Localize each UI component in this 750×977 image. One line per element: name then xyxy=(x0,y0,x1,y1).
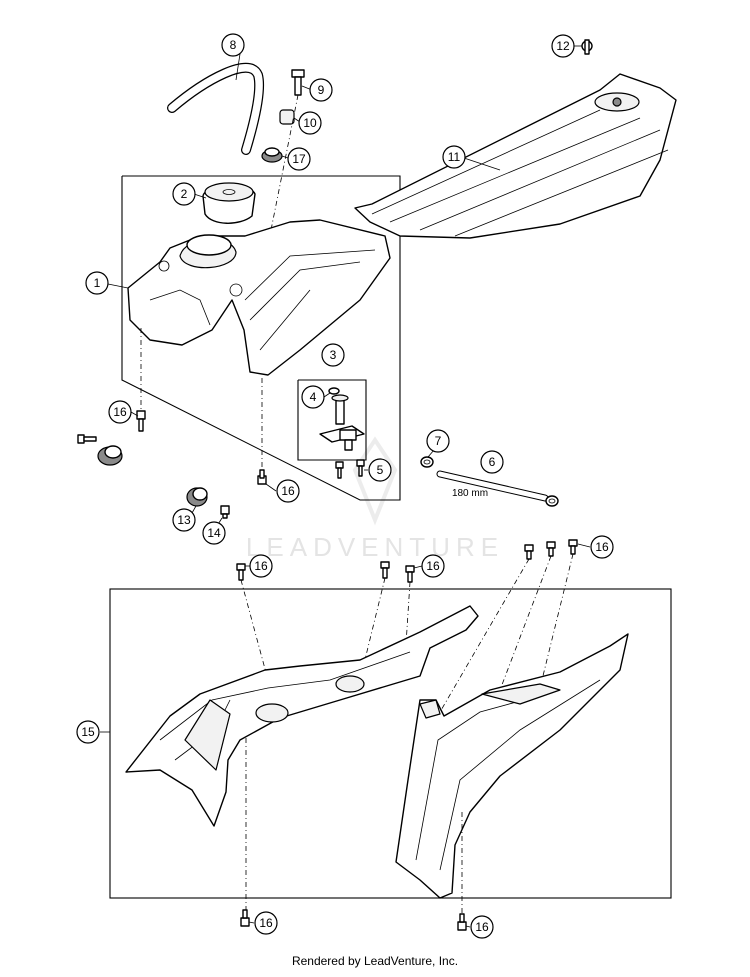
callout-13: 13 xyxy=(172,508,196,532)
right-spoiler xyxy=(395,633,629,899)
bolt-left xyxy=(77,434,97,444)
svg-text:6: 6 xyxy=(489,455,496,469)
svg-text:10: 10 xyxy=(303,116,317,130)
tank-screw-bottom xyxy=(257,469,267,485)
fuel-tap xyxy=(319,394,365,451)
screw-part-9 xyxy=(291,69,305,96)
left-spoiler xyxy=(125,605,479,827)
fuel-line-hose xyxy=(436,470,549,502)
svg-text:16: 16 xyxy=(475,920,489,934)
callout-14: 14 xyxy=(202,521,226,545)
svg-text:9: 9 xyxy=(318,83,325,97)
svg-text:4: 4 xyxy=(310,390,317,404)
svg-text:16: 16 xyxy=(426,559,440,573)
spoiler-screw-2 xyxy=(380,561,390,579)
grommet-part-17 xyxy=(261,147,283,163)
tank-screw-left xyxy=(136,410,146,432)
hose-clamp-left xyxy=(420,456,434,468)
callout-10: 10 xyxy=(298,111,322,135)
svg-text:7: 7 xyxy=(435,434,442,448)
callout-16-bottom-right: 16 xyxy=(470,915,494,939)
callout-3: 3 xyxy=(321,343,345,367)
hose-length-label: 180 mm xyxy=(452,488,488,499)
callout-6: 6 xyxy=(480,450,504,474)
svg-text:16: 16 xyxy=(259,916,273,930)
screw-part-12 xyxy=(581,39,593,55)
callout-2: 2 xyxy=(172,182,196,206)
callout-16-tank-bottom: 16 xyxy=(276,479,300,503)
callout-9: 9 xyxy=(309,78,333,102)
svg-text:16: 16 xyxy=(281,484,295,498)
svg-text:14: 14 xyxy=(207,526,221,540)
callout-16-bottom-left: 16 xyxy=(254,911,278,935)
callout-4: 4 xyxy=(301,385,325,409)
o-ring-part-4 xyxy=(328,387,340,395)
callout-11: 11 xyxy=(442,145,466,169)
fuel-tank xyxy=(127,219,391,376)
rubber-buffer xyxy=(97,445,123,466)
svg-text:1: 1 xyxy=(94,276,101,290)
spoiler-assembly-frame xyxy=(109,588,672,899)
leader-lines xyxy=(100,45,591,928)
watermark-text: LEADVENTURE xyxy=(246,532,504,562)
svg-text:16: 16 xyxy=(595,540,609,554)
svg-text:3: 3 xyxy=(330,348,337,362)
svg-text:16: 16 xyxy=(254,559,268,573)
callout-15: 15 xyxy=(76,720,100,744)
spoiler-screw-1 xyxy=(236,563,246,581)
spoiler-screw-bottom-right xyxy=(457,913,467,931)
spoiler-screw-4 xyxy=(524,544,534,560)
callout-1: 1 xyxy=(85,271,109,295)
seat xyxy=(354,73,677,239)
fuel-cap xyxy=(202,182,256,224)
hose-clamp-right xyxy=(545,495,559,507)
spoiler-screw-6 xyxy=(568,539,578,555)
screw-part-14 xyxy=(220,505,230,519)
callout-17: 17 xyxy=(287,147,311,171)
footer-credit: Rendered by LeadVenture, Inc. xyxy=(291,954,459,968)
svg-text:13: 13 xyxy=(177,513,191,527)
svg-text:8: 8 xyxy=(230,38,237,52)
svg-text:17: 17 xyxy=(292,152,306,166)
callout-7: 7 xyxy=(426,429,450,453)
callout-16-spoiler-left: 16 xyxy=(249,554,273,578)
callout-5: 5 xyxy=(368,458,392,482)
screws-part-5 xyxy=(335,459,365,479)
callout-16-spoiler-mid: 16 xyxy=(421,554,445,578)
svg-text:5: 5 xyxy=(377,463,384,477)
spoiler-screw-bottom-left xyxy=(240,909,250,927)
bush-part-13 xyxy=(186,487,208,507)
tank-assembly-frame xyxy=(121,175,401,501)
collar-part-10 xyxy=(279,109,295,125)
svg-text:2: 2 xyxy=(181,187,188,201)
svg-text:11: 11 xyxy=(448,150,461,164)
svg-text:15: 15 xyxy=(81,725,95,739)
tap-assembly-frame xyxy=(297,379,367,461)
callout-16-tank-left: 16 xyxy=(108,400,132,424)
svg-text:16: 16 xyxy=(113,405,127,419)
spoiler-screw-5 xyxy=(546,541,556,557)
callout-8: 8 xyxy=(221,33,245,57)
spoiler-screw-3 xyxy=(405,565,415,583)
callout-12: 12 xyxy=(551,34,575,58)
svg-text:12: 12 xyxy=(556,39,570,53)
callout-16-spoiler-right: 16 xyxy=(590,535,614,559)
